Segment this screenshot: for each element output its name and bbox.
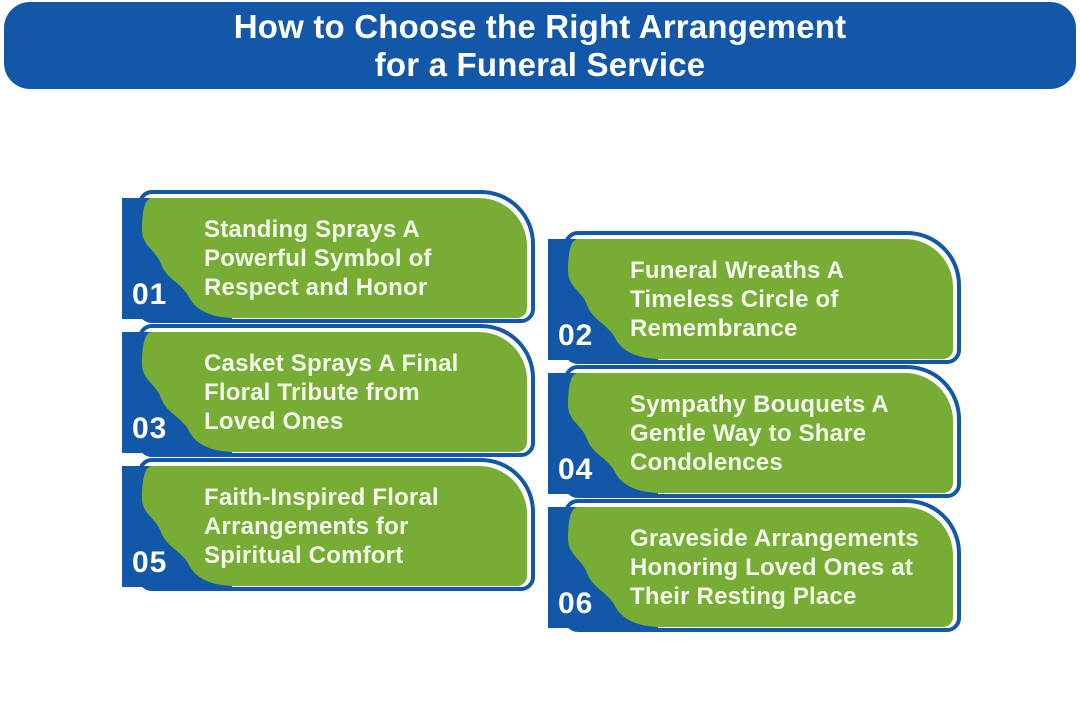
card-number: 05 xyxy=(132,546,168,579)
card-03: 03 Casket Sprays A Final Floral Tribute … xyxy=(122,324,537,464)
card-title: Sympathy Bouquets A Gentle Way to Share … xyxy=(630,390,889,476)
card-body-shape xyxy=(568,239,953,359)
card-body-shape xyxy=(142,466,527,586)
card-number: 01 xyxy=(132,278,168,311)
card-title: Standing Sprays A Powerful Symbol of Res… xyxy=(204,215,432,301)
page-title: How to Choose the Right Arrangement for … xyxy=(233,7,847,83)
card-number: 02 xyxy=(558,319,594,352)
card-number: 04 xyxy=(558,453,594,486)
card-shape xyxy=(122,324,535,457)
card-number: 03 xyxy=(132,412,168,445)
card-01: 01 Standing Sprays A Powerful Symbol of … xyxy=(122,190,537,330)
card-shape xyxy=(122,190,535,323)
card-number: 06 xyxy=(558,587,594,620)
card-title: Casket Sprays A Final Floral Tribute fro… xyxy=(204,349,459,435)
card-body-shape xyxy=(568,507,953,627)
card-02: 02 Funeral Wreaths A Timeless Circle of … xyxy=(548,231,963,371)
card-title: Funeral Wreaths A Timeless Circle of Rem… xyxy=(630,256,845,342)
card-shape xyxy=(122,458,535,591)
card-title: Graveside Arrangements Honoring Loved On… xyxy=(630,524,919,610)
card-shape xyxy=(548,231,961,364)
card-body-shape xyxy=(142,198,527,318)
card-05: 05 Faith-Inspired Floral Arrangements fo… xyxy=(122,458,537,598)
card-shape xyxy=(548,365,961,498)
header-banner: How to Choose the Right Arrangement for … xyxy=(4,2,1076,89)
card-shape xyxy=(548,499,961,632)
card-title: Faith-Inspired Floral Arrangements for S… xyxy=(204,483,439,569)
card-body-shape xyxy=(568,373,953,493)
card-body-shape xyxy=(142,332,527,452)
card-06: 06 Graveside Arrangements Honoring Loved… xyxy=(548,499,963,639)
card-04: 04 Sympathy Bouquets A Gentle Way to Sha… xyxy=(548,365,963,505)
